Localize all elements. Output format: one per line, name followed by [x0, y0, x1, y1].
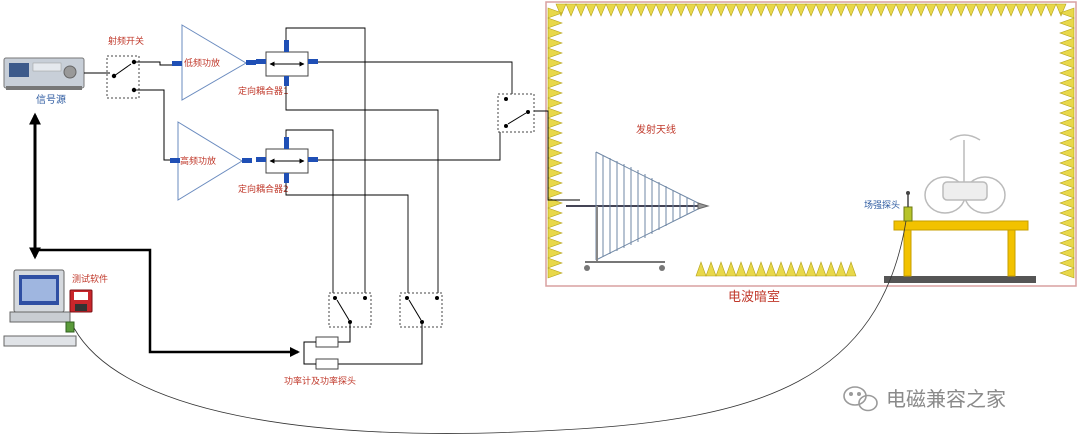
field-probe [903, 191, 913, 222]
test-software-label: 测试软件 [72, 273, 108, 285]
power-meter-switch-2 [399, 292, 443, 328]
rf-switch-1 [106, 55, 140, 99]
low-band-amplifier [172, 24, 256, 101]
transmit-antenna-label: 发射天线 [636, 123, 676, 136]
rf-switch-2 [497, 93, 535, 133]
rf-switch-label: 射频开关 [108, 35, 144, 47]
left-absorbers [547, 7, 563, 279]
power-meter-probes [303, 336, 339, 370]
watermark-text: 电磁兼容之家 [886, 387, 1006, 411]
floppy-disk-icon [69, 289, 93, 313]
coupler-1-label: 定向耦合器1 [238, 85, 289, 97]
eut-self-balancing-scooter [924, 134, 1006, 214]
anechoic-chamber: 电波暗室 [545, 1, 1077, 305]
low-band-amp-label: 低频功放 [184, 57, 220, 69]
chamber-border [545, 1, 1077, 287]
switch-to-high-amp [134, 89, 182, 161]
high-band-amplifier [170, 121, 252, 201]
directional-coupler-1 [256, 40, 318, 86]
signal-source-instrument [3, 57, 85, 90]
power-meter-label: 功率计及功率探头 [284, 375, 356, 387]
right-absorbers [1059, 7, 1075, 279]
ground-plate [884, 276, 1036, 283]
power-meter-switch-1 [328, 292, 372, 328]
field-probe-label: 场强探头 [864, 199, 900, 211]
computer-to-power-meter-bus [35, 248, 300, 357]
switch2-to-probe [338, 322, 423, 365]
transmit-antenna [566, 151, 710, 271]
high-band-amp-label: 高频功放 [180, 155, 216, 167]
coupler-cabling [285, 27, 580, 295]
chamber-label: 电波暗室 [728, 289, 780, 305]
signal-source-label: 信号源 [36, 93, 66, 106]
directional-coupler-2 [256, 137, 318, 183]
floor-absorbers [695, 261, 857, 277]
switch1-to-probe [338, 322, 351, 343]
test-table [893, 220, 1029, 277]
probe-fiber-cable [73, 220, 907, 434]
computer-icon [3, 269, 77, 347]
coupler-2-label: 定向耦合器2 [238, 183, 289, 195]
wechat-icon [843, 386, 878, 412]
top-absorbers [555, 3, 1067, 17]
switch-to-low-amp [134, 61, 182, 66]
